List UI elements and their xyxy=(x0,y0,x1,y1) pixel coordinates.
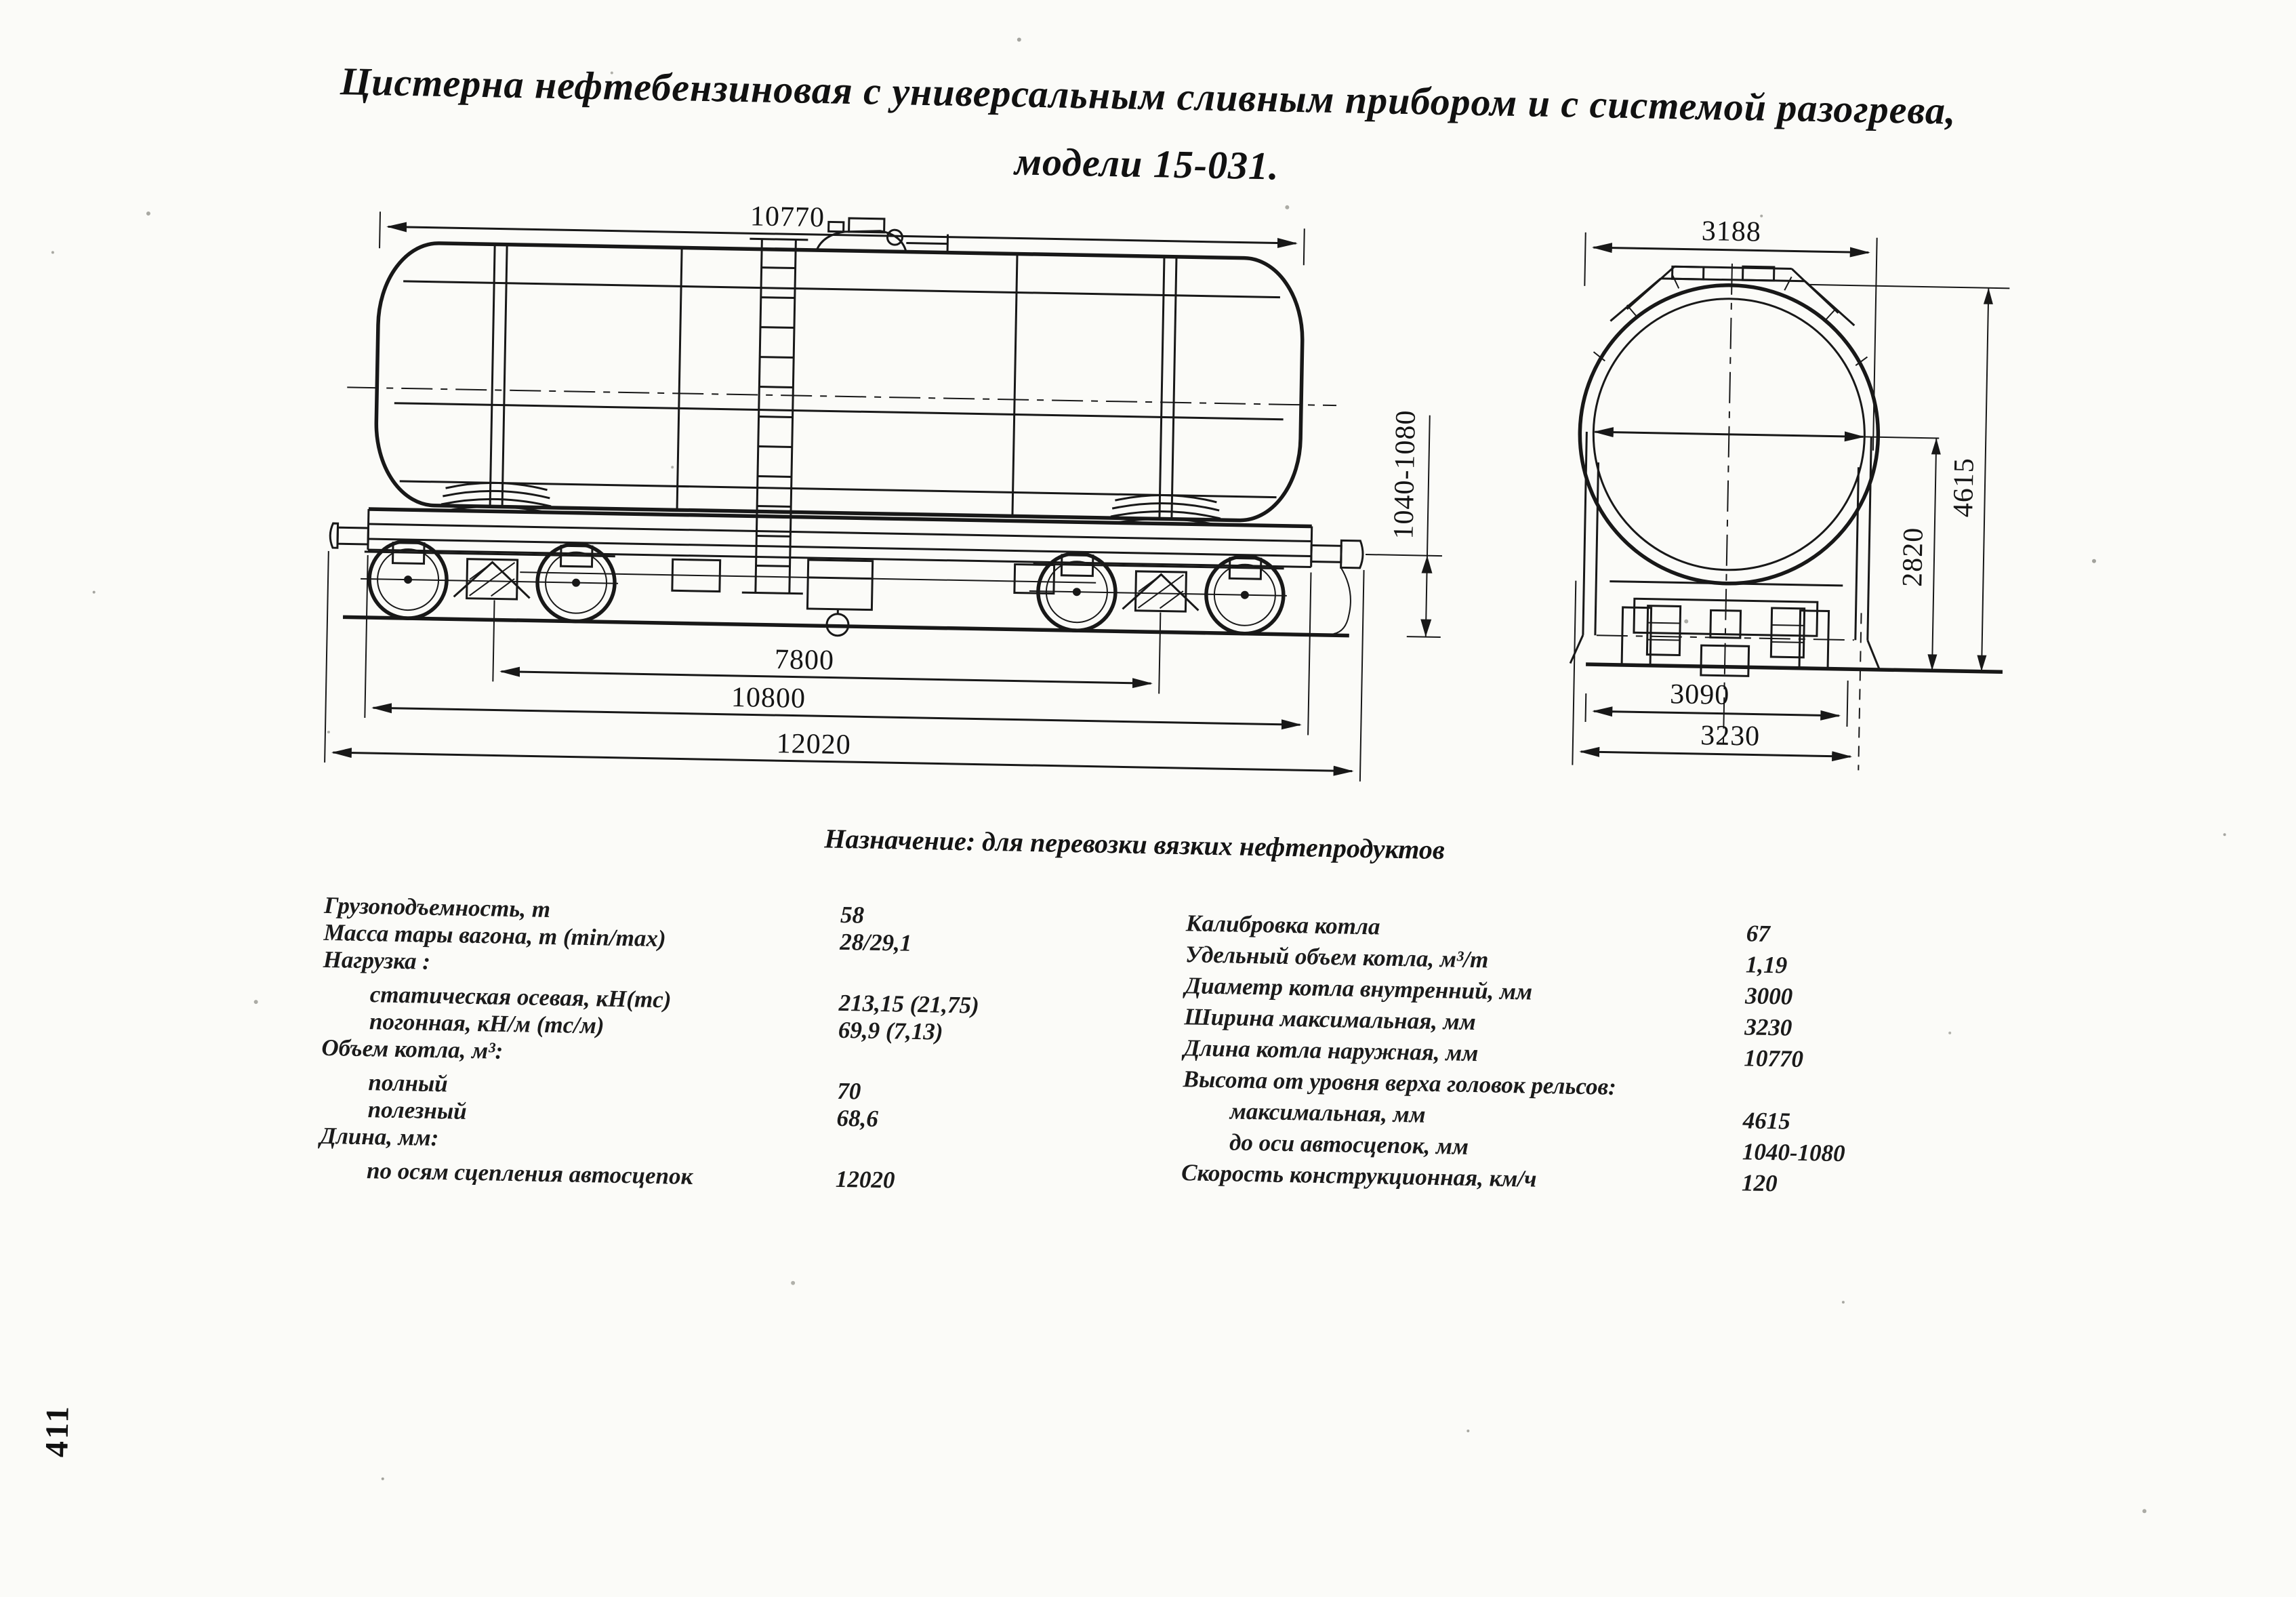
spec-value: 68,6 xyxy=(836,1105,878,1133)
spec-value: 213,15 (21,75) xyxy=(838,990,979,1019)
spec-value: 4615 xyxy=(1742,1105,1790,1137)
dim-label-tank-length: 10770 xyxy=(750,201,825,233)
dim-max-height: 4615 xyxy=(1945,287,1993,672)
spec-value: 67 xyxy=(1746,918,1770,950)
coupler-left xyxy=(330,523,369,548)
dim-coupler-height: 1040-1080 xyxy=(1364,409,1445,638)
center-lines xyxy=(1589,261,1942,753)
dim-label-max-height: 4615 xyxy=(1948,458,1980,518)
spec-value: 12020 xyxy=(836,1166,895,1194)
spec-value: 69,9 (7,13) xyxy=(838,1017,943,1046)
spec-value: 58 xyxy=(840,902,865,929)
spec-value: 1,19 xyxy=(1746,949,1788,981)
spec-table-left: Грузоподъемность, т 58 Масса тары вагона… xyxy=(319,892,1131,1198)
spec-value: 10770 xyxy=(1744,1043,1803,1075)
dim-label-coupler-height: 1040-1080 xyxy=(1388,409,1421,540)
ladder xyxy=(742,239,810,594)
dim-tank-length: 10770 xyxy=(380,194,1305,265)
dim-axis-height: 2820 xyxy=(1895,437,1941,670)
dim-bogie-centers: 7800 xyxy=(493,600,1160,693)
dim-label-max-width: 3230 xyxy=(1700,720,1761,752)
dim-label-frame-length: 10800 xyxy=(731,682,806,714)
spec-value: 3000 xyxy=(1745,980,1793,1012)
coupler-right xyxy=(1310,540,1364,634)
spec-label: по осям сцепления автосцепок xyxy=(319,1156,836,1193)
spec-value: 28/29,1 xyxy=(840,929,912,957)
dim-label-axis-height: 2820 xyxy=(1897,527,1929,587)
spec-value: 1040-1080 xyxy=(1742,1136,1845,1169)
rail-line-end xyxy=(1586,664,2003,672)
spec-row: по осям сцепления автосцепок 12020 xyxy=(319,1156,1126,1198)
spec-table-right: Калибровка котла 67 Удельный объем котла… xyxy=(1181,908,1972,1202)
dim-label-coupler-faces-length: 12020 xyxy=(776,728,851,761)
dim-label-bogie-centers: 7800 xyxy=(775,644,835,676)
dim-label-top-width: 3188 xyxy=(1701,216,1761,248)
tank-car-side-view-drawing: 10770 xyxy=(291,191,1449,876)
dim-frame-width: 3090 xyxy=(1586,676,1848,727)
max-height-ref-line xyxy=(1809,285,2009,288)
spec-value: 70 xyxy=(837,1078,861,1106)
dim-label-frame-width: 3090 xyxy=(1670,679,1730,711)
spec-value: 120 xyxy=(1742,1167,1778,1199)
spec-value: 3230 xyxy=(1744,1011,1792,1043)
tank-car-end-view-drawing: 3188 xyxy=(1526,201,2052,800)
page-number: 411 xyxy=(2,1375,112,1486)
